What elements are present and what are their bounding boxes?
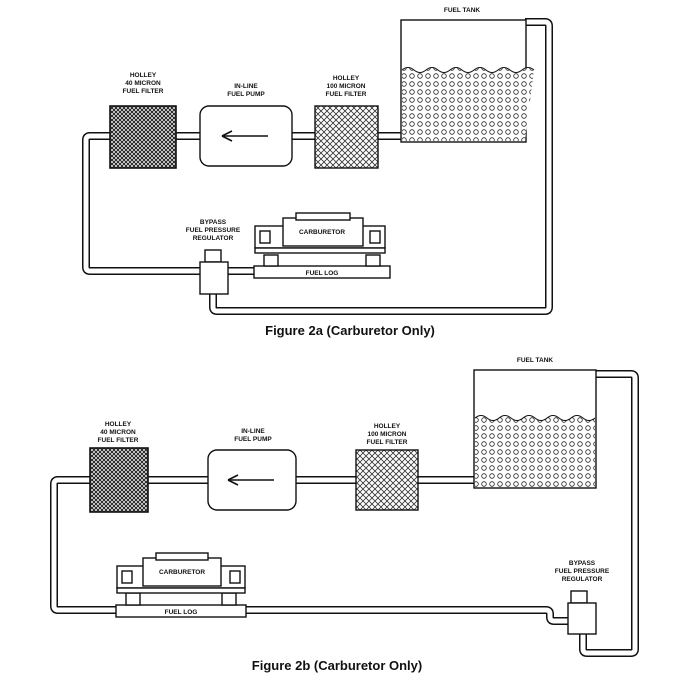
fuel-lines-2b [50,370,639,657]
fuel-pump-2b: IN-LINE FUEL PUMP [207,428,297,511]
fuel-tank-2a: FUEL TANK [400,7,535,143]
filter-label-line: 40 MICRON [125,80,161,87]
filter-40-micron-2b: HOLLEY 40 MICRON FUEL FILTER [89,421,149,513]
regulator-label-line: REGULATOR [193,235,234,242]
filter-label-line: HOLLEY [374,423,401,430]
carburetor-label: CARBURETOR [299,229,345,236]
filter-label-line: FUEL FILTER [326,91,367,98]
pump-label-line: IN-LINE [241,428,265,435]
filter-label-line: HOLLEY [333,75,360,82]
carburetor-assembly-2a: FUEL LOG CARBURETOR [253,212,391,279]
filter-100-micron-2b: HOLLEY 100 MICRON FUEL FILTER [355,423,419,511]
carburetor-assembly-2b: FUEL LOG CARBURETOR [115,552,247,618]
figure-caption: Figure 2a (Carburetor Only) [265,323,435,338]
filter-100-micron-2a: HOLLEY 100 MICRON FUEL FILTER [314,75,379,169]
carburetor-2b [142,557,222,587]
carburetor-label: CARBURETOR [159,569,205,576]
filter-label-line: HOLLEY [130,72,157,79]
figure-2a: FUEL TANK HOLLEY 40 MICRON FUEL FILTER I… [82,7,553,338]
figure-2b: FUEL TANK HOLLEY 40 MICRON FUEL FILTER I… [50,357,639,673]
fuel-pump-2a: IN-LINE FUEL PUMP [199,83,293,167]
filter-40-micron-2a: HOLLEY 40 MICRON FUEL FILTER [109,72,177,169]
filter-label-line: 100 MICRON [367,431,406,438]
regulator-label-line: REGULATOR [562,576,603,583]
fuel-log-label: FUEL LOG [306,270,339,277]
fuel-tank-2b: FUEL TANK [473,357,597,489]
filter-label-line: FUEL FILTER [123,88,164,95]
fuel-tank-label: FUEL TANK [444,7,481,14]
filter-label-line: FUEL FILTER [367,439,408,446]
filter-label-line: FUEL FILTER [98,437,139,444]
figure-caption: Figure 2b (Carburetor Only) [252,658,422,673]
bypass-regulator-2b: BYPASS FUEL PRESSURE REGULATOR [555,560,610,635]
bypass-regulator-2a: BYPASS FUEL PRESSURE REGULATOR [186,219,241,295]
pump-label-line: IN-LINE [234,83,258,90]
pump-label-line: FUEL PUMP [227,91,265,98]
filter-label-line: HOLLEY [105,421,132,428]
fuel-log-label: FUEL LOG [165,609,198,616]
regulator-label-line: FUEL PRESSURE [186,227,241,234]
fuel-lines-2a [82,18,553,315]
regulator-label-line: FUEL PRESSURE [555,568,610,575]
regulator-label-line: BYPASS [569,560,596,567]
filter-label-line: 40 MICRON [100,429,136,436]
fuel-tank-label: FUEL TANK [517,357,554,364]
fuel-log-2b [115,604,247,618]
filter-label-line: 100 MICRON [326,83,365,90]
pump-label-line: FUEL PUMP [234,436,272,443]
fuel-log-2a [253,265,391,279]
regulator-label-line: BYPASS [200,219,227,226]
